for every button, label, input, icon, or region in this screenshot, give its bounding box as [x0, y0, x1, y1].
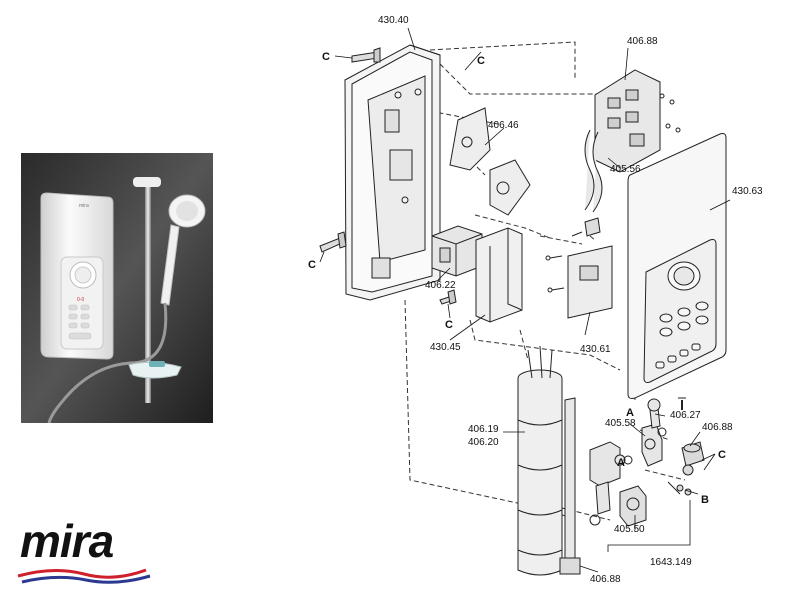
label-406-22: 406.22 [425, 280, 456, 291]
screw-c-left [319, 231, 347, 253]
screw-c-top [351, 47, 381, 63]
leader-lines [319, 27, 731, 573]
backplate-430-40 [344, 44, 441, 301]
product-photo: 0-0 mira [21, 153, 213, 423]
dial-marking: 0-0 [77, 297, 84, 303]
pcb-screws [659, 93, 681, 133]
label-430-63: 430.63 [732, 186, 763, 197]
letter-c-left: C [308, 259, 316, 271]
inlet-assembly-405-58 [641, 398, 663, 467]
label-405-56: 405.56 [610, 164, 641, 175]
solenoid-valve [589, 441, 626, 515]
washers [589, 427, 667, 526]
letter-labels: C C C C C A A B [308, 51, 726, 506]
pressure-relief-405-50 [619, 485, 647, 527]
soap-dish [128, 361, 182, 379]
label-430-40: 430.40 [378, 15, 409, 26]
brand-logo-swoosh [17, 568, 151, 584]
label-406-88-bottom: 406.88 [590, 574, 621, 585]
label-406-88-top: 406.88 [627, 36, 658, 47]
label-406-88-mid: 406.88 [702, 422, 733, 433]
cover-screw [678, 397, 686, 410]
letter-b: B [701, 494, 709, 506]
shower-hose [47, 302, 168, 423]
label-1643-149: 1643.149 [650, 557, 692, 568]
bracket-406-46 [449, 107, 531, 216]
letter-a-lower: A [617, 457, 625, 469]
exploded-parts-diagram: 430.40 406.88 406.46 405.56 430.63 406.2… [308, 15, 763, 585]
pcb-406-88 [584, 69, 661, 213]
transformer-406-22 [431, 225, 483, 277]
shower-photo-illustration: 0-0 mira [21, 153, 213, 423]
brand-logo: mira [14, 518, 154, 588]
outlet-pipe [559, 397, 581, 575]
front-cover-430-63 [627, 133, 727, 399]
letter-c-center: C [445, 319, 453, 331]
control-plate-430-61 [567, 217, 613, 319]
brand-logo-text: mira [20, 515, 114, 567]
plate-screws [545, 231, 583, 293]
riser-rail [145, 181, 151, 403]
label-406-46: 406.46 [488, 120, 519, 131]
heater-tank-406-19 [517, 345, 563, 576]
part-labels: 430.40 406.88 406.46 405.56 430.63 406.2… [378, 15, 763, 585]
letter-c-top-left: C [322, 51, 330, 63]
letter-c-top: C [477, 55, 485, 67]
letter-a-upper: A [626, 407, 634, 419]
compression-nuts [667, 441, 705, 496]
cover-430-45 [475, 227, 523, 323]
label-430-61: 430.61 [580, 344, 611, 355]
label-430-45: 430.45 [430, 342, 461, 353]
screw-c-center [439, 289, 457, 305]
letter-c-right: C [718, 449, 726, 461]
label-405-58: 405.58 [605, 418, 636, 429]
label-405-50: 405.50 [614, 524, 645, 535]
label-406-27: 406.27 [670, 410, 701, 421]
unit-badge: mira [79, 203, 89, 209]
label-406-20: 406.20 [468, 437, 499, 448]
label-406-19: 406.19 [468, 424, 499, 435]
